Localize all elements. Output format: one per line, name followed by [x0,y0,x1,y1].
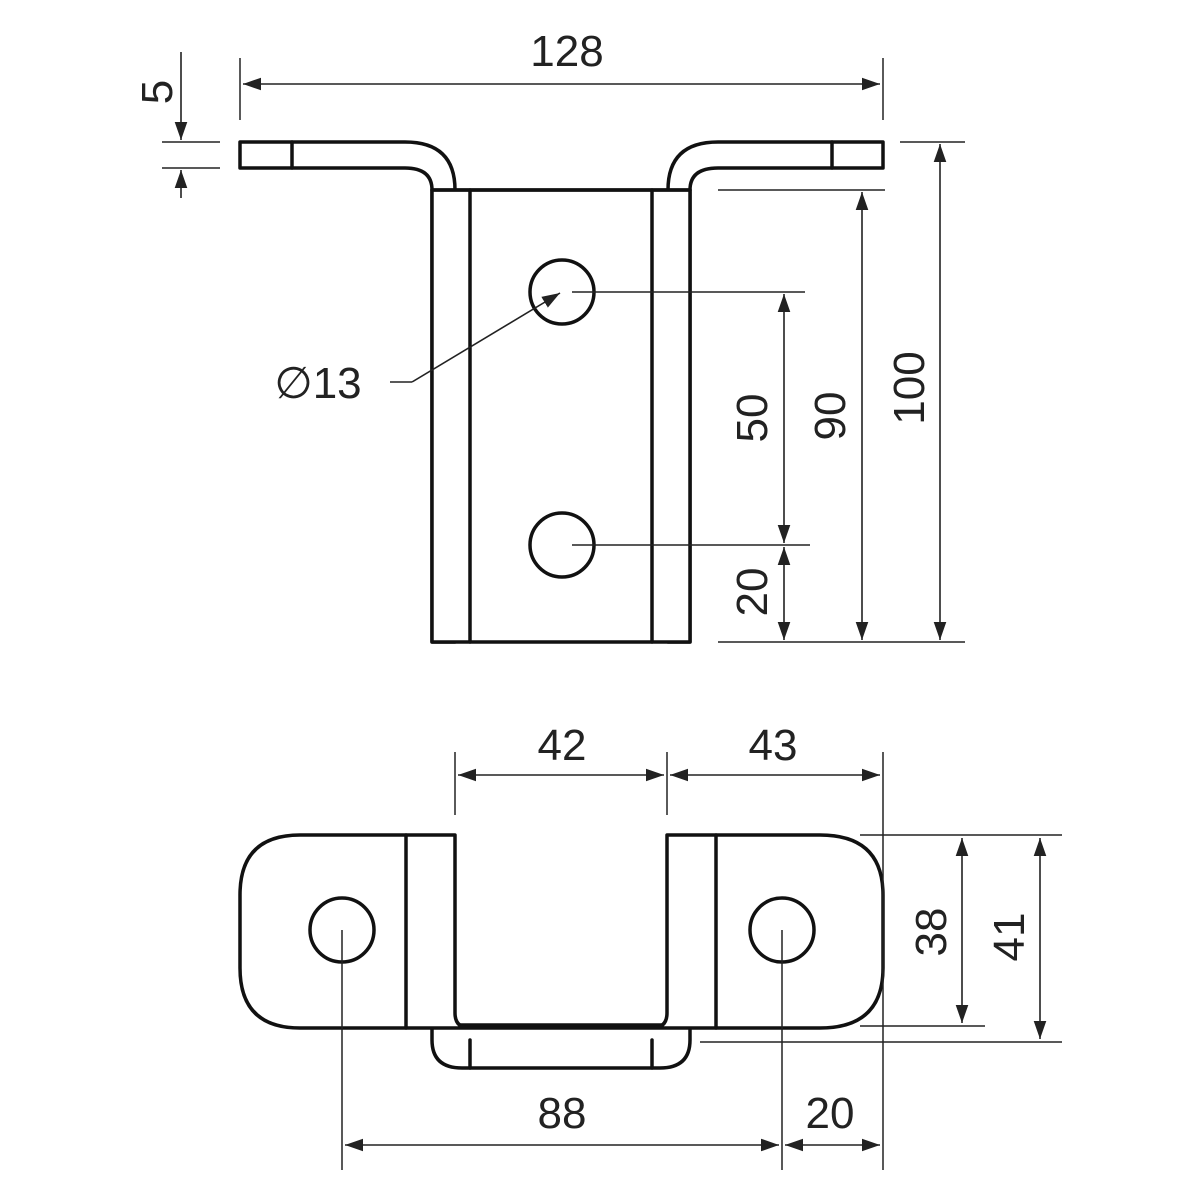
dim-label-38: 38 [907,908,956,957]
dim-label-20-bottom: 20 [806,1089,855,1138]
top-view: 128 5 ∅13 50 20 90 100 [133,27,965,644]
dim-label-50: 50 [728,394,777,443]
dim-label-42: 42 [538,721,587,770]
bend-outline [430,1023,692,1070]
dim-label-100: 100 [885,351,934,424]
bottom-view: 42 43 38 41 88 20 [238,721,1062,1170]
dim-label-20-top: 20 [728,568,777,617]
dim-label-5: 5 [133,80,182,104]
dim-label-41: 41 [985,913,1034,962]
dim-label-90: 90 [806,392,855,441]
leader-line [411,292,561,383]
dim-label-128: 128 [530,27,603,76]
dim-label-88: 88 [538,1089,587,1138]
dim-label-43: 43 [749,721,798,770]
dim-label-diameter: ∅13 [274,359,361,408]
